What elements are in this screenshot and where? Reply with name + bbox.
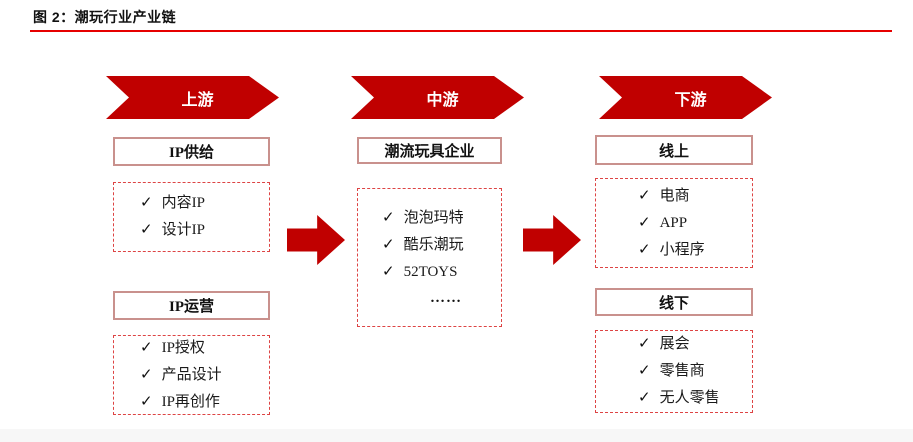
ellipsis-text: ……	[430, 290, 462, 306]
check-icon: ✓	[638, 390, 651, 406]
box-toy-companies-items: ✓ 泡泡玛特 ✓ 酷乐潮玩 ✓ 52TOYS ……	[357, 188, 502, 327]
list-item-label: 酷乐潮玩	[403, 237, 464, 253]
banner-downstream-label: 下游	[674, 91, 707, 109]
figure-title: 图 2：潮玩行业产业链	[33, 9, 177, 25]
check-icon: ✓	[638, 214, 651, 231]
list-item: ✓ 无人零售	[638, 385, 752, 412]
box-offline-label: 线下	[658, 295, 689, 312]
box-online-header: 线上	[595, 135, 753, 165]
list-item-label: IP再创作	[161, 393, 220, 410]
list-item: ✓ 设计IP	[140, 217, 269, 244]
list-item-label: APP	[659, 214, 688, 231]
list-item: ✓ 酷乐潮玩	[382, 232, 501, 259]
box-ip-supply-header: IP供给	[113, 137, 270, 166]
list-item-label: 零售商	[659, 363, 705, 379]
box-ip-supply-label: IP供给	[168, 145, 214, 161]
list-item-label: 泡泡玛特	[403, 210, 464, 226]
banner-midstream: 中游	[351, 76, 524, 119]
list-item: ✓ 小程序	[638, 237, 752, 264]
check-icon: ✓	[638, 336, 651, 352]
check-icon: ✓	[140, 393, 153, 410]
check-icon: ✓	[382, 237, 395, 253]
list-item: ✓ IP授权	[140, 335, 269, 362]
box-toy-companies-label: 潮流玩具企业	[384, 144, 475, 160]
list-item-label: 设计IP	[161, 222, 205, 238]
box-online-items: ✓ 电商 ✓ APP ✓ 小程序	[595, 178, 753, 268]
list-item-label: 内容IP	[161, 195, 205, 211]
banner-midstream-label: 中游	[426, 91, 459, 109]
banner-upstream: 上游	[106, 76, 279, 119]
box-ip-operation-items: ✓ IP授权 ✓ 产品设计 ✓ IP再创作	[113, 335, 270, 415]
check-icon: ✓	[140, 366, 153, 383]
list-item: ✓ 52TOYS	[382, 259, 501, 286]
title-underline	[30, 30, 892, 32]
list-item: ✓ 电商	[638, 183, 752, 210]
check-icon: ✓	[382, 264, 395, 280]
check-icon: ✓	[140, 222, 153, 238]
banner-downstream: 下游	[599, 76, 772, 119]
list-item: ✓ APP	[638, 210, 752, 237]
list-item-label: 小程序	[659, 241, 705, 258]
list-item-label: 电商	[659, 187, 690, 204]
check-icon: ✓	[638, 241, 651, 258]
list-item-label: 52TOYS	[403, 264, 458, 280]
check-icon: ✓	[638, 187, 651, 204]
list-item: ✓ 内容IP	[140, 190, 269, 217]
bottom-band	[0, 429, 913, 442]
box-ip-supply-items: ✓ 内容IP ✓ 设计IP	[113, 182, 270, 252]
check-icon: ✓	[140, 195, 153, 211]
box-ip-operation-header: IP运营	[113, 291, 270, 320]
list-item: ✓ IP再创作	[140, 389, 269, 416]
check-icon: ✓	[382, 210, 395, 226]
right-arrow-icon	[523, 215, 581, 265]
right-arrow-icon	[287, 215, 345, 265]
box-online-label: 线上	[658, 143, 689, 160]
list-item: ✓ 零售商	[638, 358, 752, 385]
box-offline-items: ✓ 展会 ✓ 零售商 ✓ 无人零售	[595, 330, 753, 413]
list-item: ✓ 泡泡玛特	[382, 205, 501, 232]
box-ip-operation-label: IP运营	[168, 299, 214, 315]
banner-upstream-label: 上游	[181, 91, 214, 109]
box-offline-header: 线下	[595, 288, 753, 316]
list-item-label: 产品设计	[161, 366, 222, 383]
check-icon: ✓	[638, 363, 651, 379]
list-item-label: IP授权	[161, 339, 205, 356]
list-item: ✓ 展会	[638, 331, 752, 358]
box-toy-companies-header: 潮流玩具企业	[357, 137, 502, 164]
list-item-label: 展会	[659, 336, 690, 352]
list-item: ✓ 产品设计	[140, 362, 269, 389]
list-item-label: 无人零售	[659, 390, 720, 406]
check-icon: ✓	[140, 339, 153, 356]
